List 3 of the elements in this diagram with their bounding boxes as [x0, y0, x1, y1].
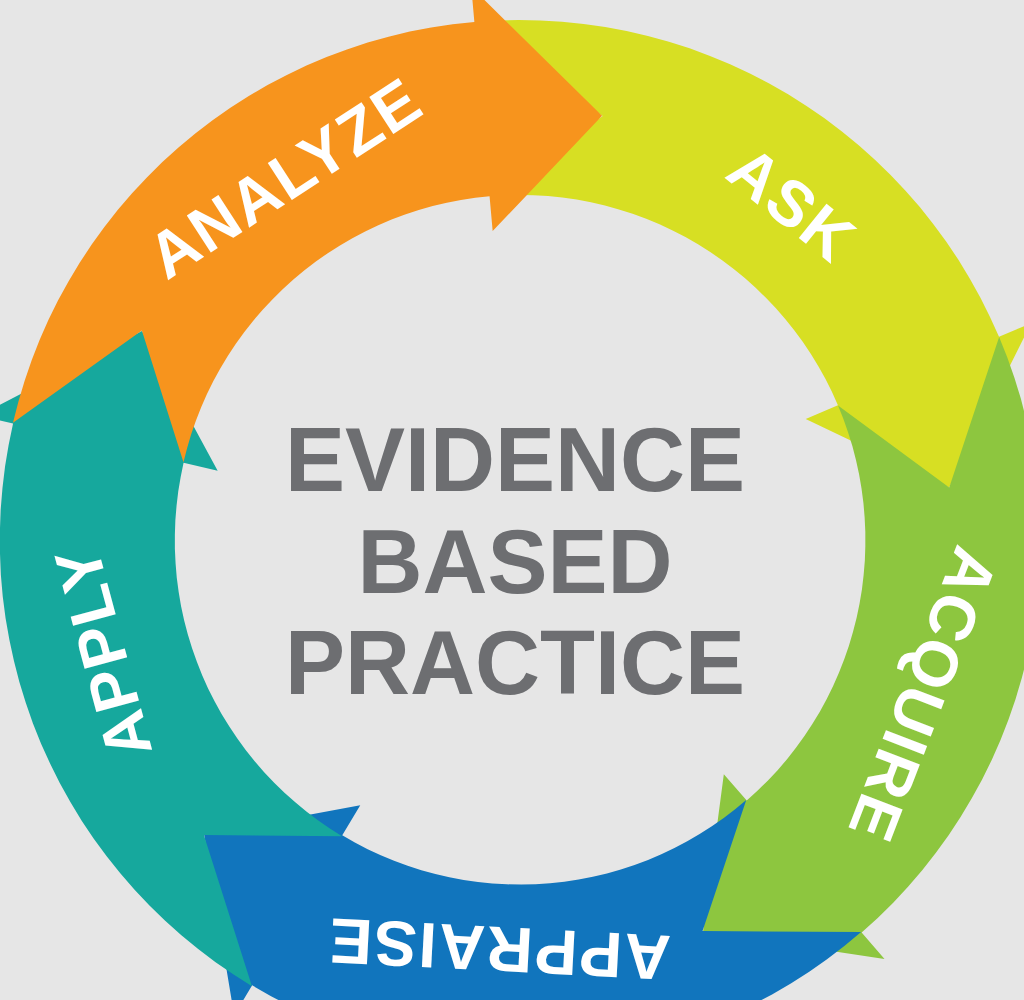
- center-title: EVIDENCE BASED PRACTICE: [283, 410, 747, 716]
- step-label: APPLY: [43, 538, 162, 766]
- step-label: APPRAISE: [325, 908, 672, 991]
